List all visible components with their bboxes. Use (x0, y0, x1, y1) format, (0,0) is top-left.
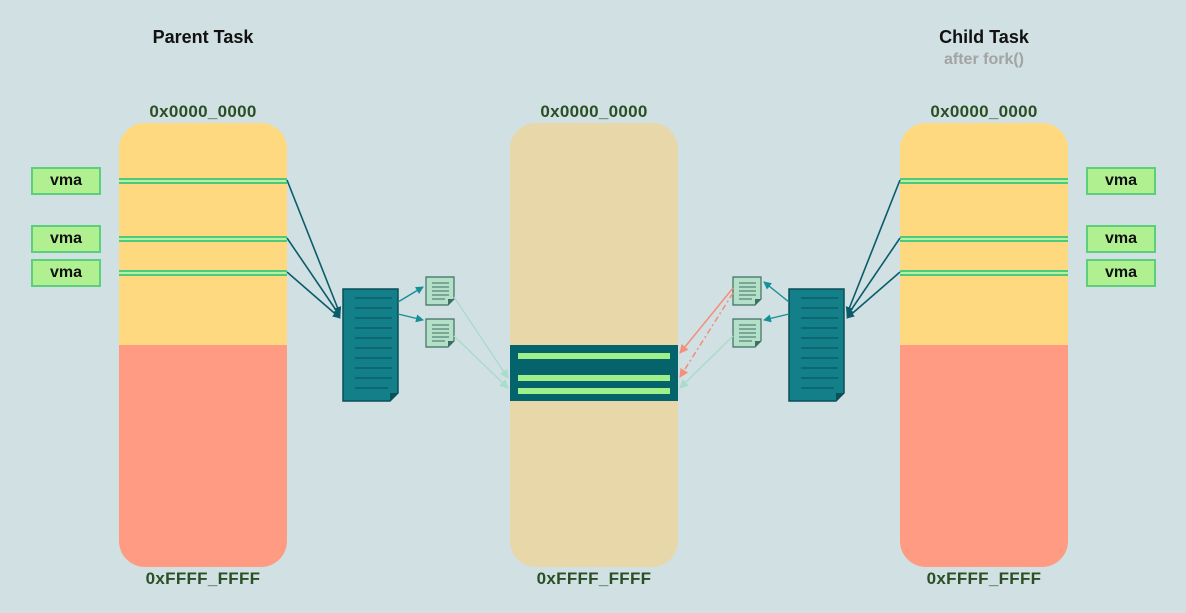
child-page-table-icon (788, 288, 845, 402)
child-address-space (900, 123, 1068, 567)
child-addr-end: 0xFFFF_FFFF (926, 569, 1042, 588)
parent-addr-end: 0xFFFF_FFFF (145, 569, 261, 588)
parent-vma-label-1: vma (31, 167, 101, 195)
physical-page-1 (518, 353, 670, 359)
parent-task-title: Parent Task (152, 27, 254, 47)
physical-page-3 (518, 388, 670, 394)
pte-to-physical-arrows (453, 296, 734, 389)
parent-vma-label-3: vma (31, 259, 101, 287)
parent-address-space (119, 123, 287, 567)
child-vma-region-2 (900, 236, 1068, 242)
parent-vma-region-3 (119, 270, 287, 276)
child-user-space (900, 123, 1068, 345)
physical-memory (510, 123, 678, 567)
parent-page-table-icon (342, 288, 399, 402)
pagetable-to-pte-arrows (397, 281, 790, 323)
child-vma-region-1 (900, 178, 1068, 184)
parent-pte-icon-1 (425, 276, 455, 306)
child-kernel-space (900, 345, 1068, 567)
physical-addr-start: 0x0000_0000 (540, 102, 648, 121)
child-pte-icon-1 (732, 276, 762, 306)
parent-pte-icon-2 (425, 318, 455, 348)
parent-vma-label-2: vma (31, 225, 101, 253)
physical-addr-end: 0xFFFF_FFFF (536, 569, 652, 588)
child-vma-to-pagetable-arrows (845, 179, 901, 319)
physical-pages-band (510, 345, 678, 401)
child-vma-label-1: vma (1086, 167, 1156, 195)
child-addr-start: 0x0000_0000 (930, 102, 1038, 121)
parent-kernel-space (119, 345, 287, 567)
parent-vma-region-1 (119, 178, 287, 184)
cow-arrows (679, 287, 734, 378)
child-pte-icon-2 (732, 318, 762, 348)
child-task-subtitle: after fork() (943, 51, 1024, 68)
child-vma-region-3 (900, 270, 1068, 276)
physical-page-2 (518, 375, 670, 381)
child-task-title: Child Task (939, 27, 1029, 47)
parent-vma-to-pagetable-arrows (286, 179, 342, 319)
child-vma-label-3: vma (1086, 259, 1156, 287)
parent-addr-start: 0x0000_0000 (149, 102, 257, 121)
child-vma-label-2: vma (1086, 225, 1156, 253)
parent-user-space (119, 123, 287, 345)
parent-vma-region-2 (119, 236, 287, 242)
